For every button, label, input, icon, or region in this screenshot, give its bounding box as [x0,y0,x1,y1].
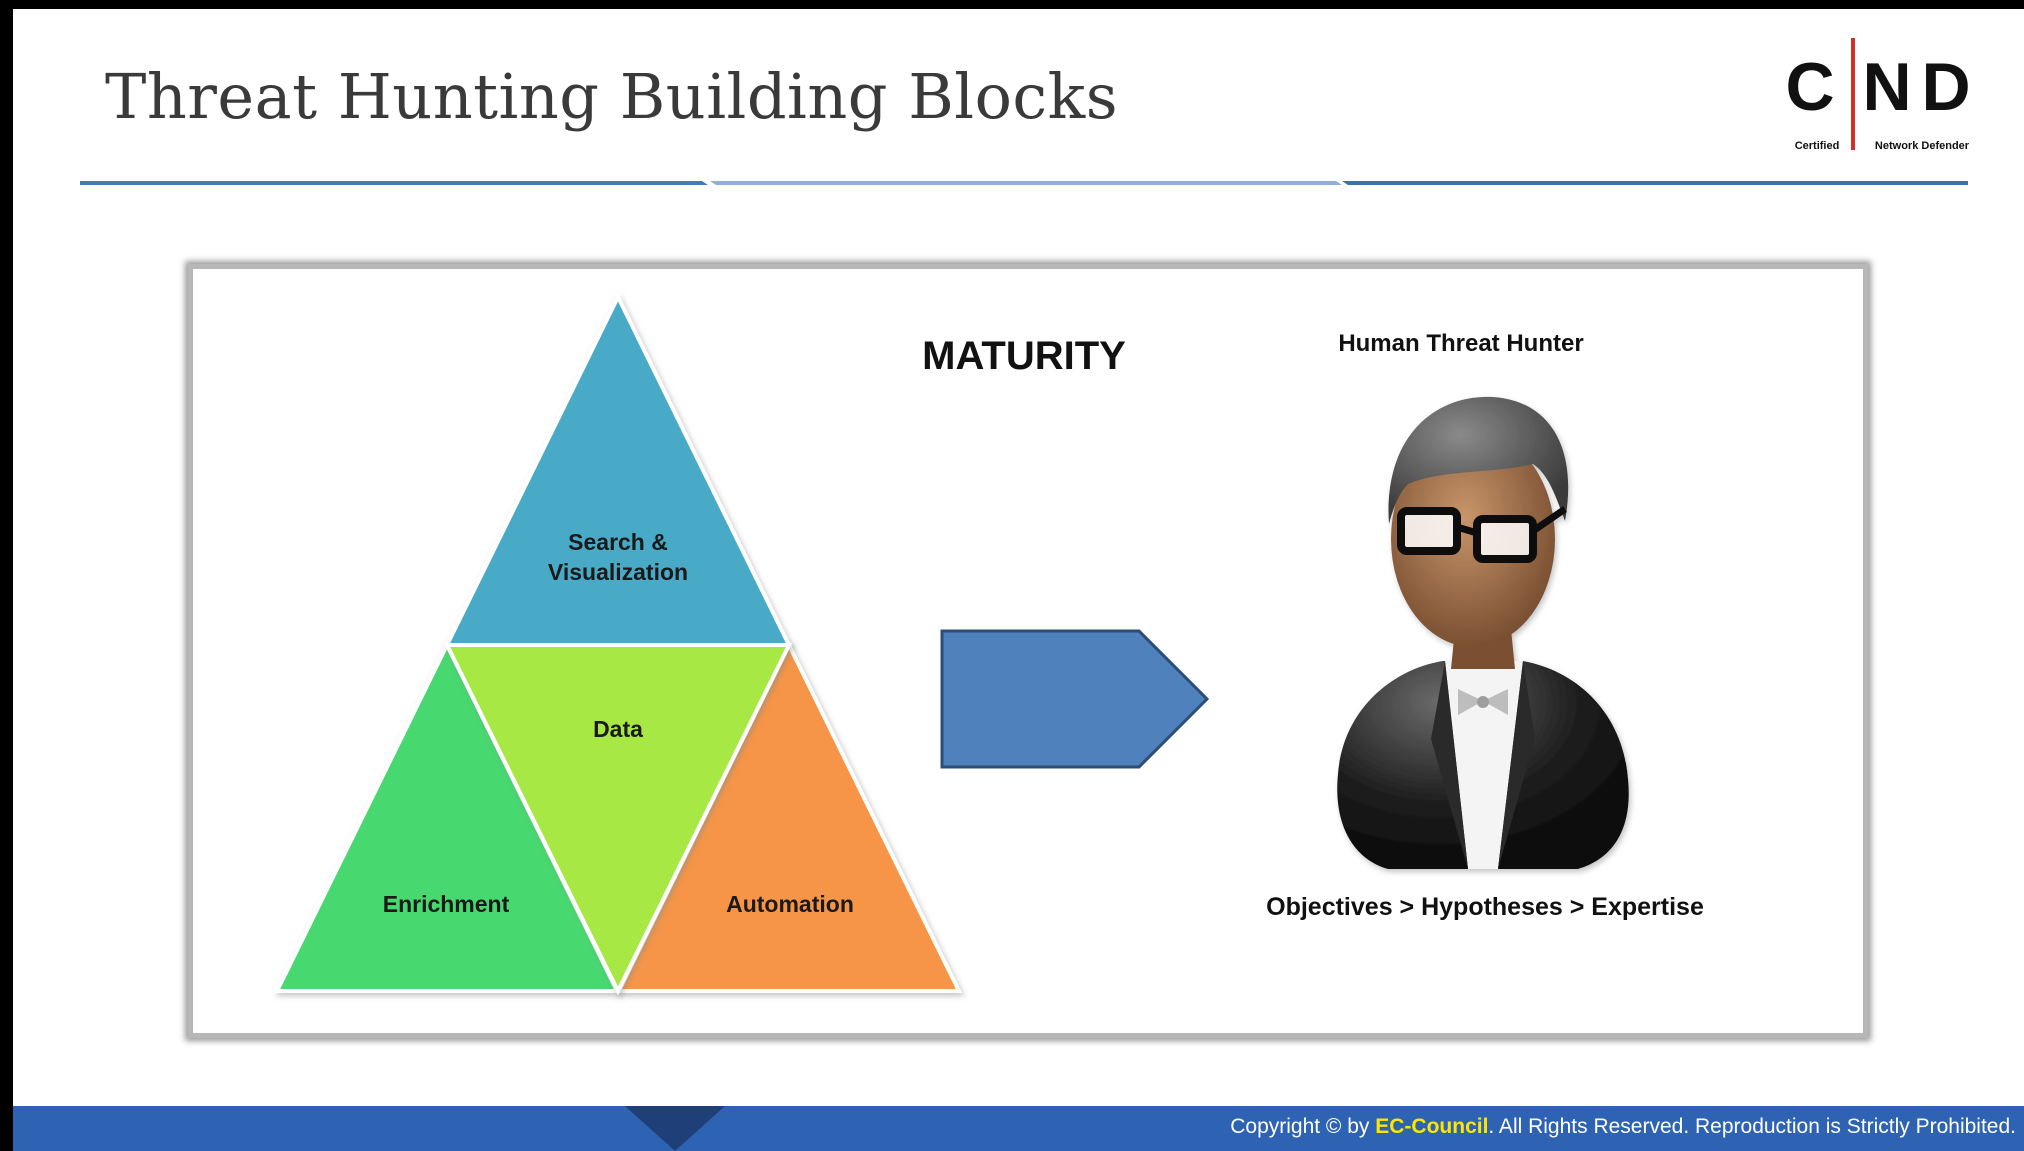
data-block [443,643,793,996]
copyright-suffix: . All Rights Reserved. Reproduction is S… [1488,1115,2016,1138]
copyright-prefix: Copyright © by [1230,1115,1376,1138]
businessman-with-glasses-icon [1337,396,1629,869]
maturity-arrow [940,629,1210,769]
title-divider-line [80,181,1968,185]
footer-bar: Copyright © by EC-Council. All Rights Re… [13,1106,2024,1151]
logo-subtitle-right: Network Defender [1875,140,1970,152]
logo-divider [1851,38,1855,150]
search-label-line2: Visualization [548,559,688,585]
search-visualization-block [443,292,793,647]
hunter-caption: Objectives > Hypotheses > Expertise [1266,893,1704,921]
logo-letter-c: C [1785,49,1834,125]
building-blocks-diagram: Search & Visualization Data Enrichment A… [273,292,1704,996]
search-label-line1: Search & [568,529,668,555]
slide-border-top [0,0,2024,9]
diagram-panel: Search & Visualization Data Enrichment A… [188,264,1868,1038]
hunter-title: Human Threat Hunter [1338,330,1583,357]
data-label: Data [593,716,643,742]
footer-chevron-icon [625,1106,725,1151]
logo-letter-n: N [1862,49,1911,125]
cnd-logo: C N D Certified Network Defender [1785,38,1971,152]
logo-letter-d: D [1921,49,1970,125]
slide-title: Threat Hunting Building Blocks [105,60,1119,133]
enrichment-label: Enrichment [383,891,510,917]
maturity-label: MATURITY [922,334,1126,378]
slide-border-left [0,0,13,1151]
ec-council-brand: EC-Council [1375,1115,1489,1138]
automation-label: Automation [726,891,854,917]
logo-subtitle-left: Certified [1795,140,1840,152]
footer-copyright: Copyright © by EC-Council. All Rights Re… [1230,1115,2016,1139]
